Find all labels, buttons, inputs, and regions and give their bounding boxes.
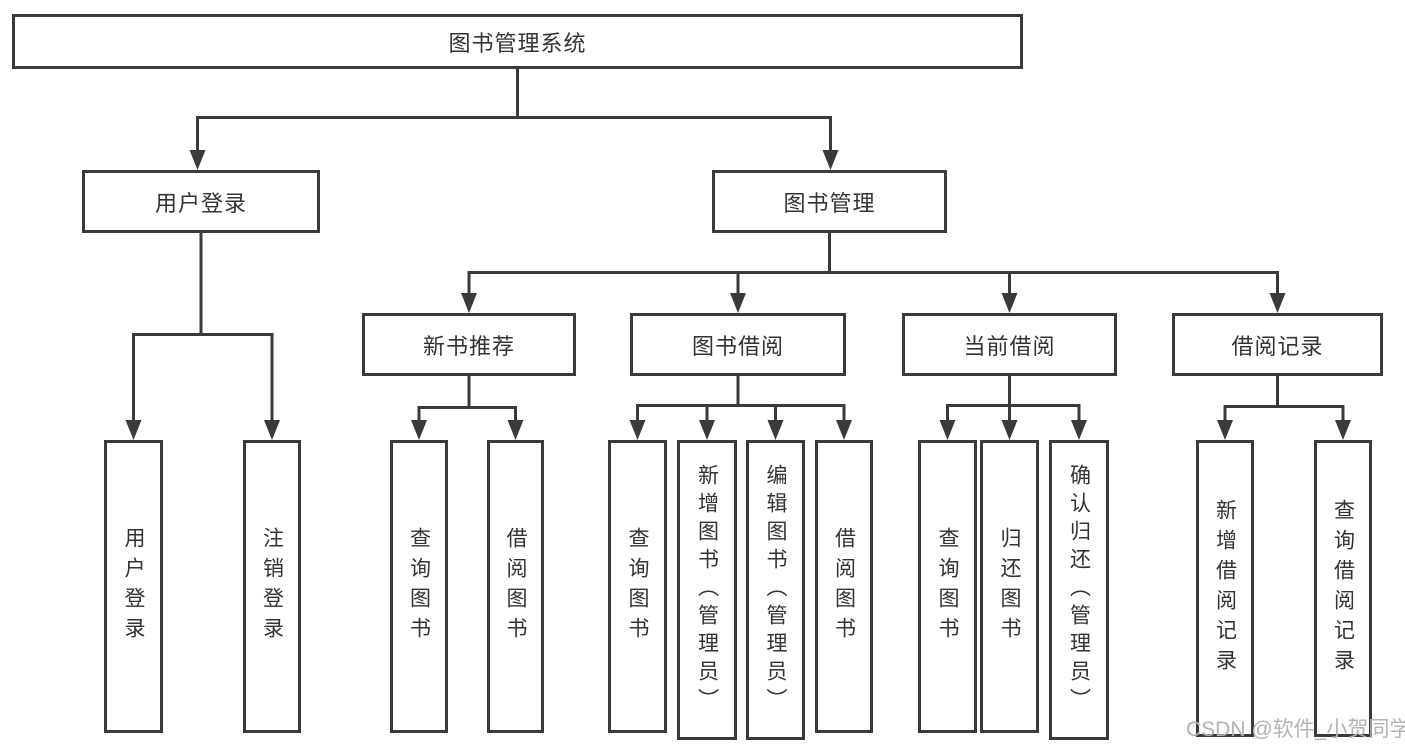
edges-root-branch [196, 69, 832, 151]
node-label: 查询图书 [936, 526, 959, 647]
node-label: 借阅图书 [832, 526, 856, 647]
arrowhead-icon [767, 420, 784, 440]
node-label: 新书推荐 [422, 333, 515, 359]
node-current-borrowing: 当前借阅 [902, 313, 1117, 376]
arrowhead-icon [411, 420, 427, 440]
node-label: 确认归还（管理员） [1067, 464, 1091, 716]
arrowhead-icon [507, 420, 524, 440]
node-label: 新增图书（管理员） [695, 464, 719, 716]
arrowheads-new-book-recommendation-branch [411, 420, 524, 440]
node-label: 编辑图书（管理员） [764, 464, 787, 716]
leaf-edit-book-admin: 编辑图书（管理员） [746, 440, 805, 740]
node-borrowing-records: 借阅记录 [1172, 313, 1383, 376]
arrowhead-icon [1071, 420, 1087, 440]
edges-borrowing-records-branch [1223, 376, 1345, 421]
arrowheads-book-management-branch [461, 293, 1286, 313]
node-label: 图书管理 [783, 190, 876, 216]
edges-current-borrowing-branch [946, 376, 1081, 421]
node-label: 新增借阅记录 [1213, 498, 1237, 679]
node-label: 注销登录 [260, 526, 284, 647]
leaf-query-books-borrowing: 查询图书 [608, 440, 667, 733]
arrowhead-icon [699, 420, 715, 440]
edges-user-login-branch [132, 233, 274, 421]
leaf-borrow-books: 借阅图书 [815, 440, 873, 733]
arrowhead-icon [730, 293, 746, 313]
node-book-management: 图书管理 [712, 170, 947, 233]
arrowheads-current-borrowing-branch [939, 420, 1087, 440]
watermark: CSDN @软件_小贺同学 [1186, 718, 1405, 741]
leaf-query-borrow-record: 查询借阅记录 [1314, 440, 1372, 737]
leaf-query-books-recommend: 查询图书 [390, 440, 448, 733]
edges-book-management-branch [467, 233, 1279, 294]
leaf-borrow-books-recommend: 借阅图书 [487, 440, 544, 733]
arrowhead-icon [939, 420, 956, 440]
arrowhead-icon [1001, 293, 1018, 313]
leaf-add-book-admin: 新增图书（管理员） [677, 440, 737, 740]
node-book-borrowing: 图书借阅 [630, 313, 846, 376]
arrowhead-icon [264, 420, 280, 440]
arrowhead-icon [1269, 293, 1286, 313]
node-label: 借阅记录 [1231, 333, 1324, 359]
leaf-query-books-current: 查询图书 [918, 440, 977, 733]
arrowhead-icon [822, 150, 839, 170]
node-label: 查询图书 [626, 526, 649, 647]
node-label: 当前借阅 [963, 333, 1056, 359]
arrowhead-icon [461, 293, 477, 313]
leaf-user-login: 用户登录 [104, 440, 163, 733]
arrowheads-root-branch [189, 150, 839, 170]
arrowhead-icon [125, 420, 142, 440]
node-label: 用户登录 [154, 190, 247, 216]
arrowhead-icon [1217, 420, 1233, 440]
node-label: 用户登录 [122, 526, 145, 647]
node-label: 借阅图书 [504, 526, 527, 647]
node-label: 查询借阅记录 [1331, 498, 1355, 679]
arrowheads-user-login-branch [125, 420, 280, 440]
node-new-book-recommendation: 新书推荐 [362, 313, 576, 376]
arrowhead-icon [189, 150, 206, 170]
arrowheads-borrowing-records-branch [1217, 420, 1351, 440]
leaf-confirm-return-admin: 确认归还（管理员） [1049, 440, 1109, 740]
node-user-login: 用户登录 [82, 170, 320, 233]
node-label: 图书借阅 [691, 333, 784, 359]
node-label: 查询图书 [407, 526, 431, 647]
arrowheads-book-borrowing-branch [629, 420, 852, 440]
node-label: 图书管理系统 [448, 30, 587, 56]
arrowhead-icon [836, 420, 852, 440]
leaf-add-borrow-record: 新增借阅记录 [1196, 440, 1254, 737]
leaf-logout: 注销登录 [243, 440, 301, 733]
node-label: 归还图书 [998, 526, 1021, 647]
arrowhead-icon [629, 420, 646, 440]
edges-new-book-recommendation-branch [417, 376, 517, 421]
node-library-management-system: 图书管理系统 [12, 14, 1023, 69]
leaf-return-books: 归还图书 [980, 440, 1039, 733]
arrowhead-icon [1001, 420, 1018, 440]
arrowhead-icon [1335, 420, 1351, 440]
edges-book-borrowing-branch [636, 376, 846, 421]
